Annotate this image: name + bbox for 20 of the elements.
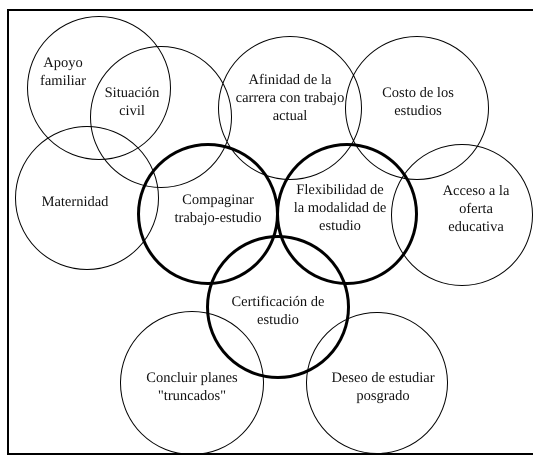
circle-label: Certificación de estudio (230, 293, 326, 329)
circle-label: Deseo de estudiar posgrado (330, 369, 436, 405)
circle (15, 126, 159, 270)
circle-label: Apoyo familiar (39, 54, 87, 90)
circle-label: Costo de los estudios (381, 84, 455, 120)
circle (391, 144, 533, 286)
circle (137, 143, 279, 285)
circle (306, 312, 448, 454)
circle-label: Afinidad de la carrera con trabajo actual (234, 71, 346, 125)
circle-label: Compaginar trabajo-estudio (174, 191, 262, 227)
circle-label: Concluir planes "truncados" (145, 369, 239, 405)
circle-label: Maternidad (40, 193, 110, 211)
circle-label: Acceso a la oferta educativa (442, 182, 510, 236)
circle (90, 46, 232, 188)
circle-label: Flexibilidad de la modalidad de estudio (292, 181, 388, 235)
circle-label: Situación civil (104, 84, 160, 120)
circle (276, 143, 418, 285)
circle (27, 16, 171, 160)
circle (345, 36, 489, 180)
circle (218, 36, 362, 180)
